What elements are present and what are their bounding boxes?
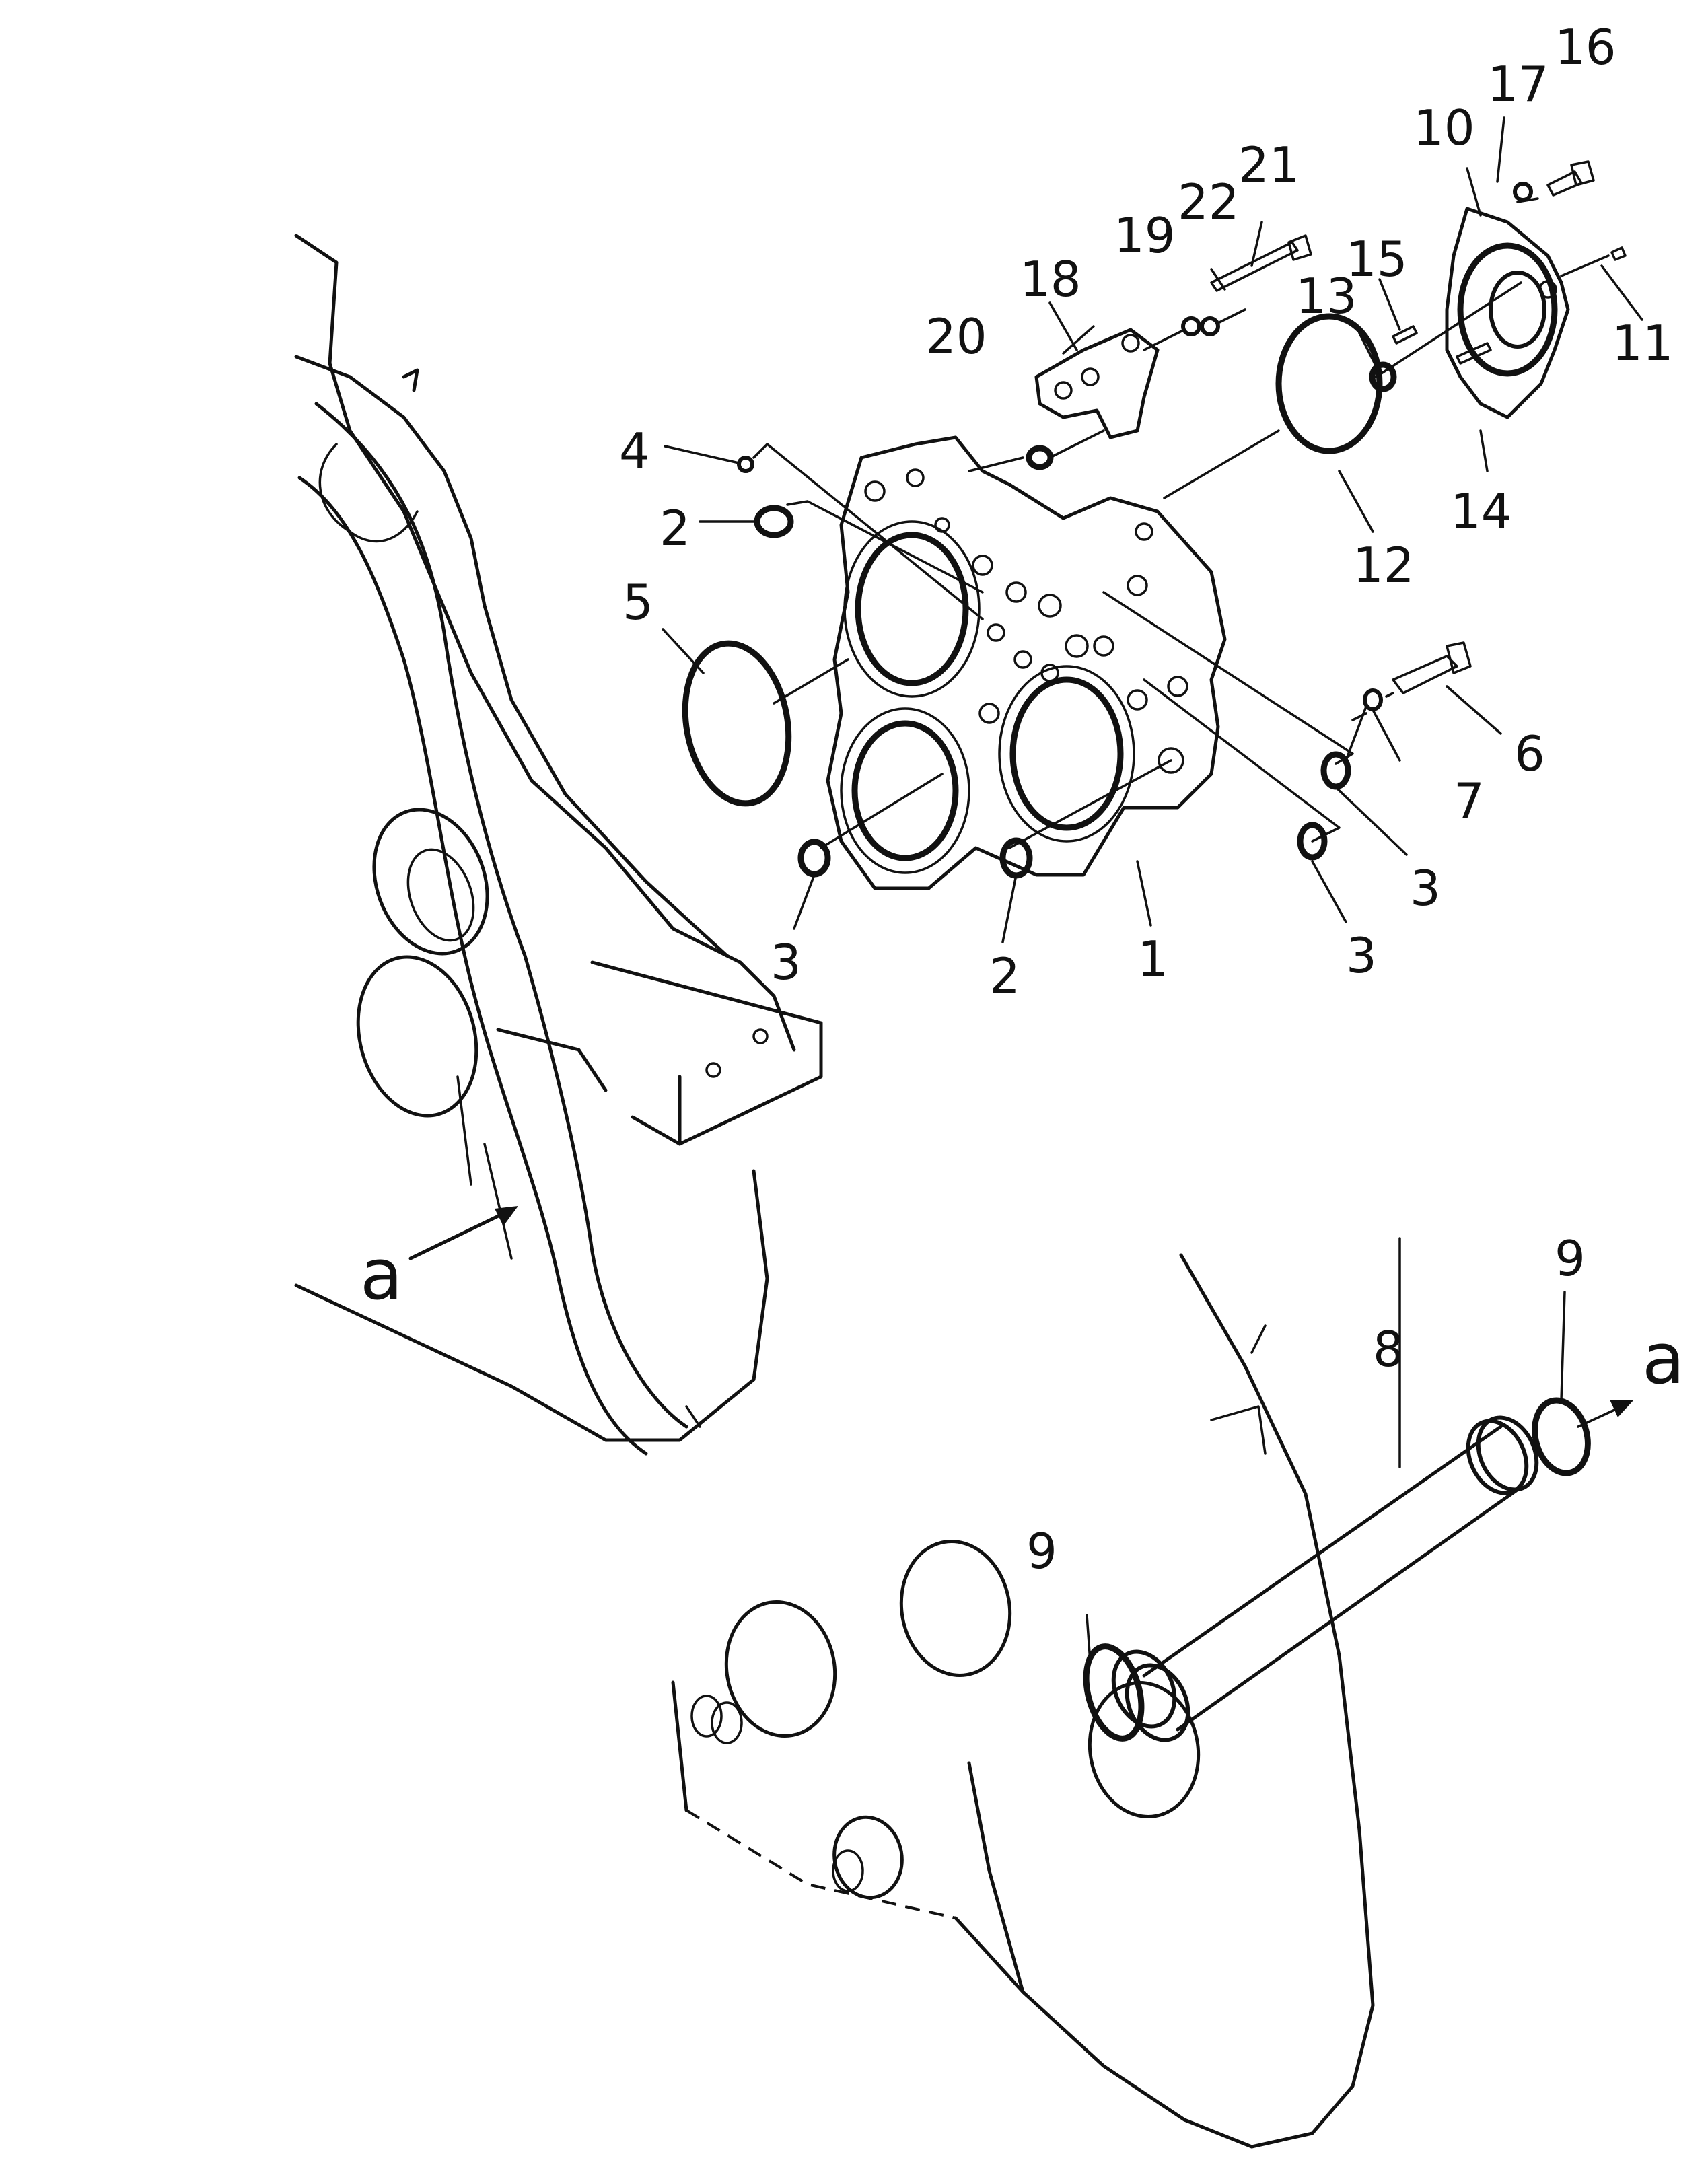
- cover-plate: [826, 435, 1227, 890]
- callout-19: 19: [1114, 207, 1176, 264]
- callout-18: 18: [1020, 251, 1081, 308]
- connector-a-right: a: [1642, 1318, 1685, 1400]
- callout-11: 11: [1612, 315, 1674, 371]
- callout-21: 21: [1238, 137, 1300, 193]
- callout-20: 20: [925, 308, 987, 365]
- callout-22: 22: [1178, 174, 1240, 230]
- transmission-housing: [294, 234, 823, 1456]
- callout-9-left: 9: [1026, 1523, 1057, 1579]
- tube: [1111, 1415, 1539, 1742]
- callout-7: 7: [1454, 773, 1485, 829]
- leader-lines: [662, 116, 1643, 1664]
- callout-14: 14: [1450, 483, 1512, 540]
- o-rings: [682, 182, 1591, 1742]
- callout-8: 8: [1373, 1321, 1404, 1378]
- callout-17: 17: [1487, 56, 1549, 112]
- callout-9-right: 9: [1555, 1230, 1586, 1287]
- rear-case: [671, 1253, 1375, 2149]
- callout-6: 6: [1514, 725, 1545, 782]
- bracket: [1034, 328, 1160, 439]
- callout-3-left: 3: [771, 934, 802, 991]
- callout-4: 4: [619, 423, 650, 479]
- callout-13: 13: [1295, 268, 1357, 324]
- callout-12: 12: [1353, 537, 1415, 594]
- callout-3-right-upper: 3: [1410, 860, 1441, 917]
- callout-1: 1: [1137, 931, 1168, 987]
- callout-2-lower: 2: [989, 948, 1020, 1004]
- callout-2-upper: 2: [660, 500, 690, 557]
- connector-a-left: a: [360, 1234, 403, 1316]
- callout-3-right-lower: 3: [1346, 927, 1377, 984]
- callout-16: 16: [1555, 19, 1616, 75]
- callout-10: 10: [1413, 100, 1475, 156]
- flange-cover: [1445, 207, 1570, 419]
- bolts: [1210, 160, 1627, 694]
- callout-15: 15: [1346, 231, 1408, 287]
- callout-labels: 1 2 2 3 3 3 4 5 6 7 8 9 9 10 11 12 13 14…: [360, 19, 1685, 1579]
- callout-5: 5: [622, 574, 653, 631]
